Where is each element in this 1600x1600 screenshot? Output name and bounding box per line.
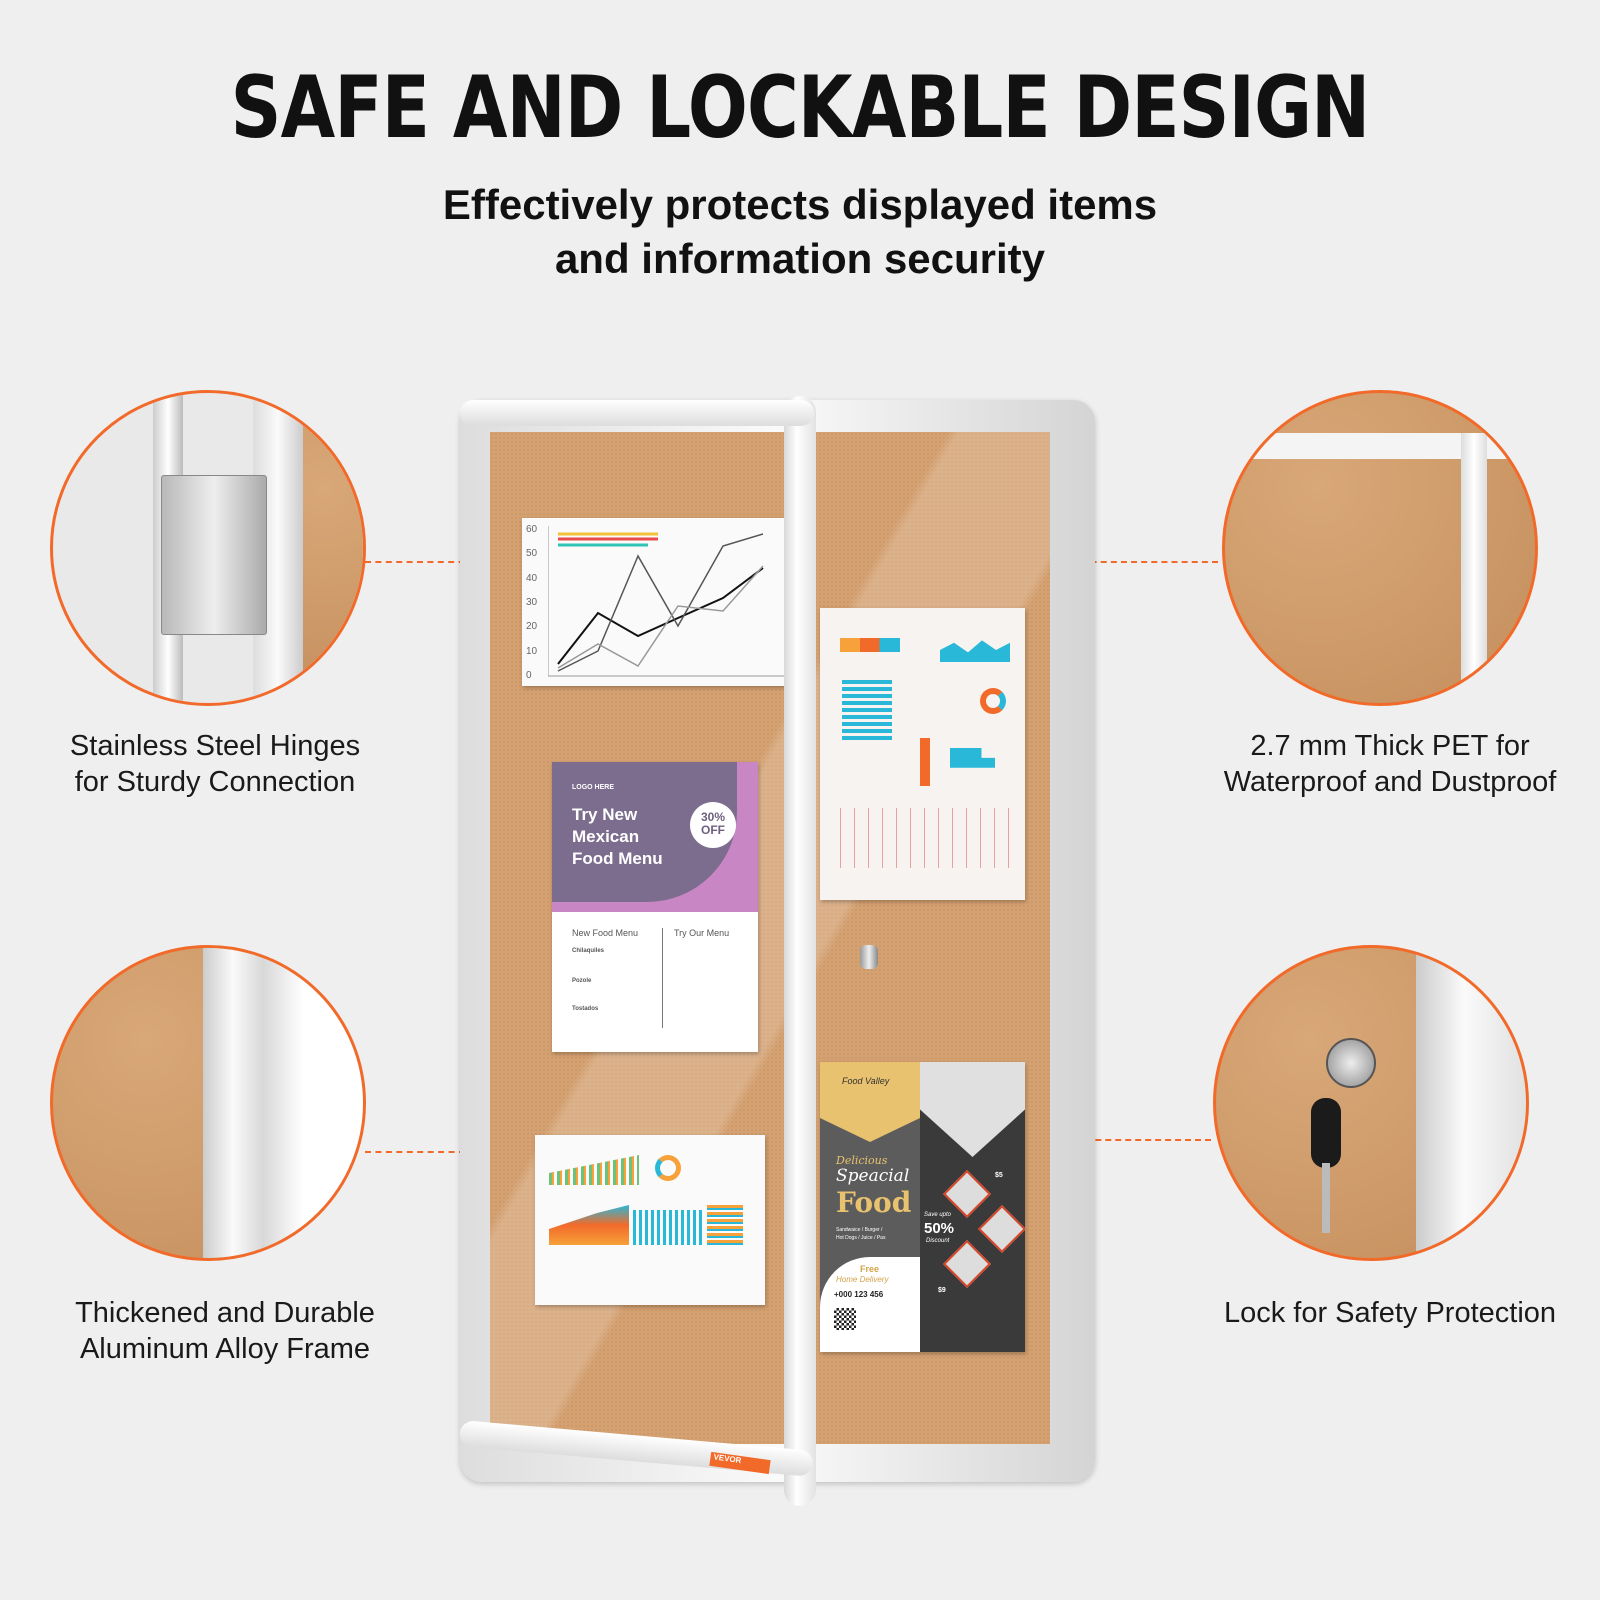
leader-line	[365, 561, 475, 563]
lock-detail-circle	[1213, 945, 1529, 1261]
frame-detail-circle	[50, 945, 366, 1261]
bar-chart-paper	[535, 1135, 765, 1305]
bulletin-board: 60 50 40 30 20 10 0 LOGO HERE Try New	[458, 396, 1095, 1506]
pet-detail-circle	[1222, 390, 1538, 706]
line-chart-paper: 60 50 40 30 20 10 0	[522, 518, 794, 686]
lock-icon[interactable]	[860, 945, 878, 969]
page-title: SAFE AND LOCKABLE DESIGN	[230, 58, 1370, 158]
hinge-icon	[161, 475, 267, 635]
door-frame-bar[interactable]	[784, 396, 816, 1506]
subtitle-line-2: and information security	[554, 235, 1046, 282]
discount-badge: 30%OFF	[690, 802, 736, 848]
leader-line	[365, 1151, 465, 1153]
line-chart	[548, 526, 788, 677]
key-icon	[1326, 1038, 1376, 1088]
feature-label-lock: Lock for Safety Protection	[1223, 1297, 1557, 1329]
subtitle-line-1: Effectively protects displayed items	[442, 181, 1158, 228]
door-frame-top	[460, 400, 814, 426]
hinge-detail-circle	[50, 390, 366, 706]
infographic-paper	[820, 608, 1025, 900]
subtitle: Effectively protects displayed items and…	[0, 178, 1600, 286]
food-flyer: Food Valley Delicious Speacial Food Sand…	[820, 1062, 1025, 1352]
